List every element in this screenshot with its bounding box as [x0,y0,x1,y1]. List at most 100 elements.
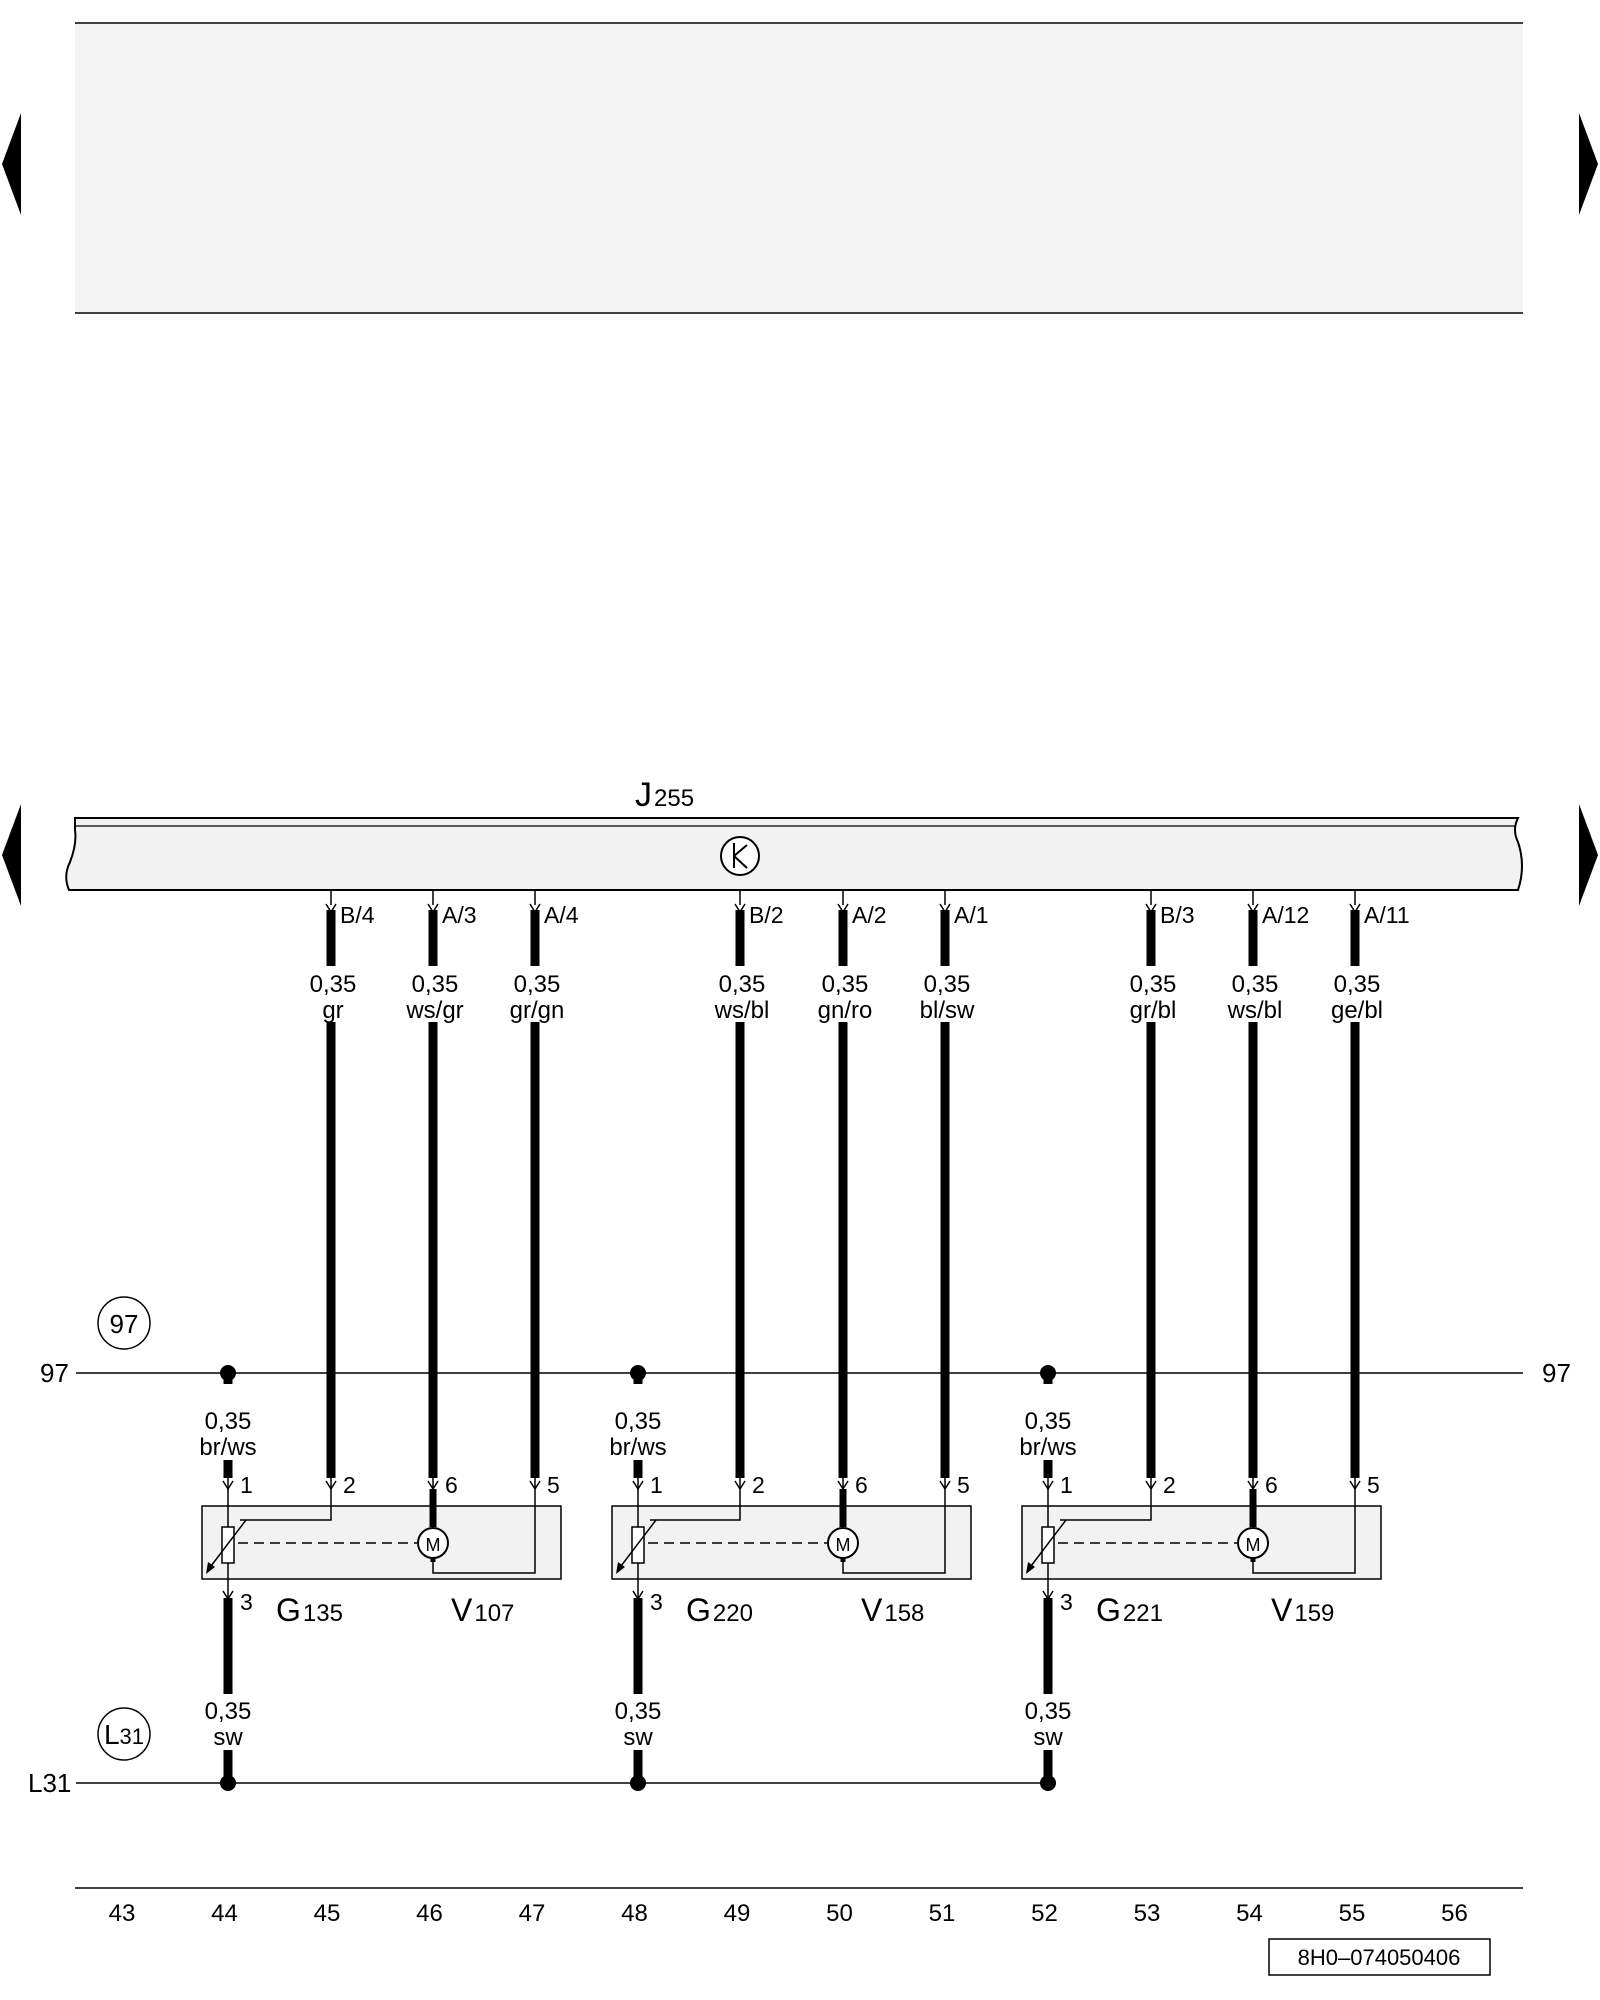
component-pin-label: 1 [1060,1472,1073,1498]
svg-text:97: 97 [110,1309,139,1339]
internal-wire [1252,1490,1356,1574]
svg-text:L31: L31 [28,1768,71,1798]
sensor-label: G135 [276,1592,343,1628]
pin-label: A/11 [1364,902,1410,928]
top-wires: B/40,35gr2A/30,35ws/gr6A/40,35gr/gn5B/20… [310,890,1410,1498]
wire-size: 0,35 [310,971,357,998]
motor-label: V107 [451,1592,514,1628]
wire-size: 0,35 [412,971,459,998]
wire-color: gr [322,997,343,1024]
supply-line-97: 97 97 97 [40,1296,1571,1388]
wire-size: 0,35 [615,1698,662,1725]
junction-dot [630,1775,646,1791]
internal-wire [432,1490,536,1574]
track-number: 55 [1339,1900,1366,1927]
wire-size: 0,35 [1025,1698,1072,1725]
control-unit-label: J255 [635,776,694,814]
wire-color: sw [213,1724,243,1751]
clock-icon [720,836,760,876]
nav-right-arrow-icon[interactable] [1579,804,1598,906]
sensor-label: G220 [686,1592,753,1628]
nav-left-arrow-icon[interactable] [2,113,21,215]
junction-dot [1040,1775,1056,1791]
potentiometer-icon [616,1489,657,1588]
wire-size: 0,35 [1334,971,1381,998]
nav-right-arrow-icon[interactable] [1579,113,1598,215]
header-panel [75,24,1523,312]
internal-wire [240,1490,332,1521]
track-number: 43 [109,1900,136,1927]
component-pin-label: 6 [445,1472,458,1498]
pin-label: B/2 [749,902,784,928]
ground-line-l31: L31 L31 [28,1707,1050,1798]
track-number: 46 [416,1900,443,1927]
wire-color: sw [1033,1724,1063,1751]
wire-size: 0,35 [615,1408,662,1435]
track-number: 45 [314,1900,341,1927]
pin-label: A/1 [954,902,989,928]
pin-label: A/12 [1262,902,1309,928]
component-pin-label: 6 [855,1472,868,1498]
motor-icon: M [827,1489,859,1562]
component-pin-label: 5 [547,1472,560,1498]
component-pin-label: 2 [1163,1472,1176,1498]
motor-icon: M [1237,1489,1269,1562]
pin-label: A/2 [852,902,887,928]
wire-size: 0,35 [822,971,869,998]
component-pin-label: 5 [957,1472,970,1498]
component-pin-label: 3 [1060,1589,1073,1615]
motor-label: V158 [861,1592,924,1628]
track-number: 54 [1236,1900,1263,1927]
pin-label: A/4 [544,902,579,928]
svg-text:L31: L31 [104,1719,144,1750]
component-pin-label: 1 [240,1472,253,1498]
svg-text:M: M [1246,1535,1261,1555]
wire-size: 0,35 [719,971,766,998]
component-pin-label: 3 [240,1589,253,1615]
motor-icon: M [417,1489,449,1562]
component-pin-label: 5 [1367,1472,1380,1498]
connector-arrow-icon [529,1480,541,1491]
pin-label: B/3 [1160,902,1195,928]
wire-color: ws/bl [714,997,770,1024]
track-number: 50 [826,1900,853,1927]
track-number: 56 [1441,1900,1468,1927]
wire-color: gr/bl [1130,997,1177,1024]
sensor-label: G221 [1096,1592,1163,1628]
wire-size: 0,35 [1130,971,1177,998]
track-number: 52 [1031,1900,1058,1927]
connector-arrow-icon [939,1480,951,1491]
document-code-box: 8H0–074050406 [1268,1938,1491,1976]
wire-size: 0,35 [514,971,561,998]
potentiometer-icon [206,1489,247,1588]
svg-text:97: 97 [40,1358,69,1388]
component-pin-label: 2 [752,1472,765,1498]
nav-left-arrow-icon[interactable] [2,804,21,906]
wire-color: ge/bl [1331,997,1383,1024]
track-number: 48 [621,1900,648,1927]
internal-wire [650,1490,741,1521]
internal-wire [842,1490,946,1574]
component-pin-label: 2 [343,1472,356,1498]
wire-color: gr/gn [510,997,565,1024]
connector-arrow-icon [734,1480,746,1491]
connector-arrow-icon [1145,1480,1157,1491]
svg-text:8H0–074050406: 8H0–074050406 [1298,1945,1461,1970]
wire-size: 0,35 [1232,971,1279,998]
component-pin-label: 1 [650,1472,663,1498]
wire-size: 0,35 [1025,1408,1072,1435]
svg-text:M: M [426,1535,441,1555]
svg-text:J255: J255 [635,776,694,814]
